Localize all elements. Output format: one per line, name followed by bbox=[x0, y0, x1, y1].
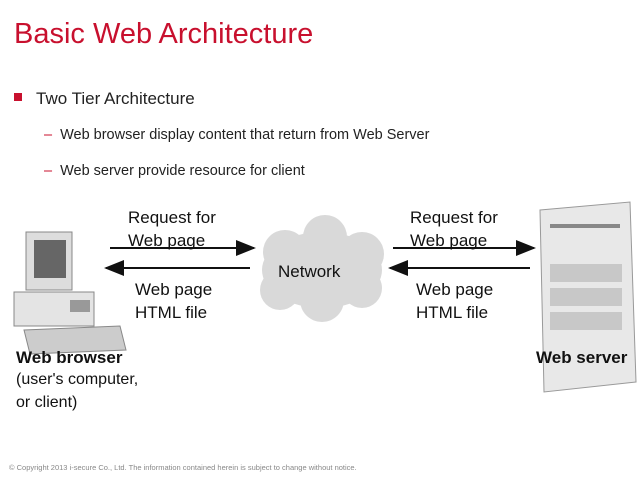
sub-item: –Web server provide resource for client bbox=[44, 163, 305, 179]
sub-item-text: Web browser display content that return … bbox=[60, 127, 430, 143]
sub-item: –Web browser display content that return… bbox=[44, 127, 429, 143]
server-icon bbox=[539, 201, 637, 393]
slide-title: Basic Web Architecture bbox=[14, 18, 314, 50]
bullet-text: Two Tier Architecture bbox=[36, 89, 195, 108]
network-cloud-icon bbox=[260, 215, 384, 322]
client-title: Web browser bbox=[16, 348, 123, 367]
client-description: (user's computer,or client) bbox=[16, 371, 139, 411]
dash-icon: – bbox=[44, 163, 53, 179]
computer-icon bbox=[13, 231, 127, 355]
server-title: Web server bbox=[536, 348, 628, 367]
bullet-square-icon bbox=[14, 93, 22, 101]
diagram-graphics bbox=[13, 201, 637, 393]
dash-icon: – bbox=[44, 127, 53, 143]
network-label: Network bbox=[278, 262, 341, 281]
copyright-footer: © Copyright 2013 i-secure Co., Ltd. The … bbox=[9, 463, 357, 472]
bullet-item: Two Tier Architecture bbox=[14, 89, 195, 109]
sub-item-text: Web server provide resource for client bbox=[60, 163, 305, 179]
